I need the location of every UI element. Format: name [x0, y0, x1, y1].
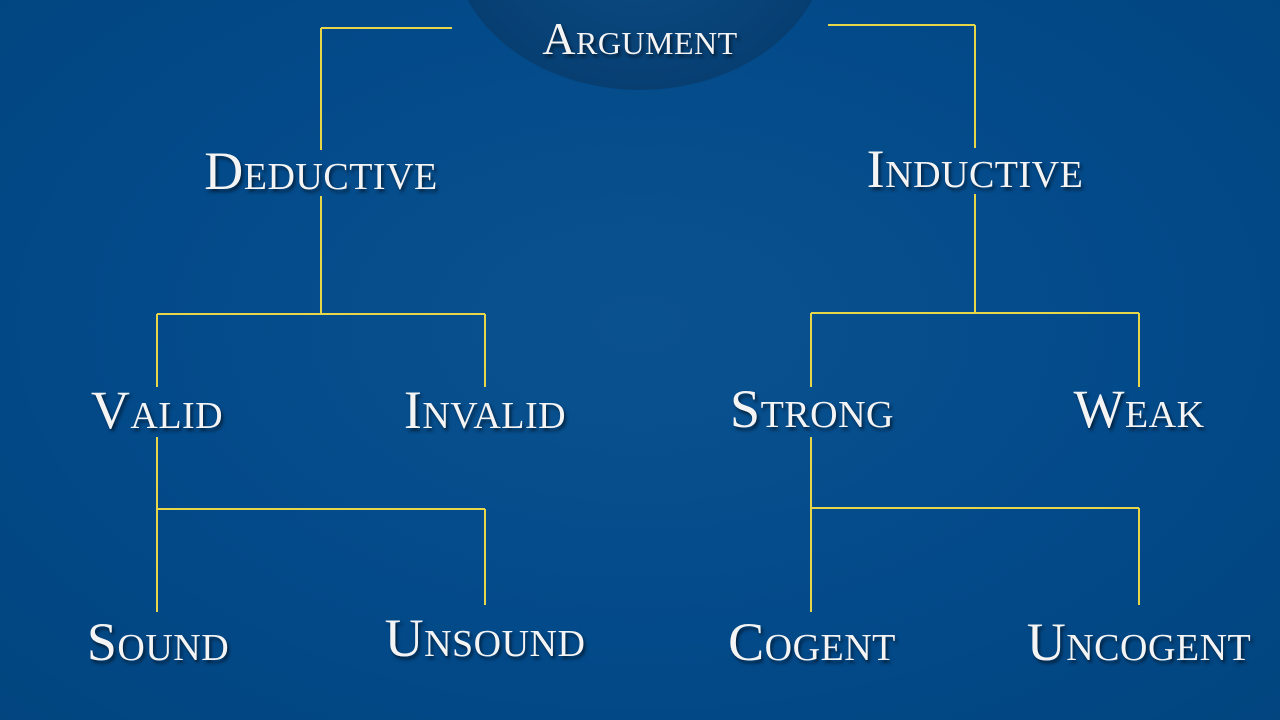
node-strong: Strong [730, 379, 894, 439]
node-weak: Weak [1073, 379, 1205, 439]
node-valid: Valid [90, 380, 224, 440]
node-invalid: Invalid [403, 380, 567, 440]
node-uncogent: Uncogent [1026, 612, 1252, 672]
node-inductive: Inductive [866, 139, 1084, 199]
node-deductive: Deductive [204, 141, 438, 201]
node-cogent: Cogent [728, 612, 896, 672]
node-argument: Argument [542, 13, 738, 64]
node-sound: Sound [86, 612, 230, 672]
node-unsound: Unsound [384, 608, 586, 668]
